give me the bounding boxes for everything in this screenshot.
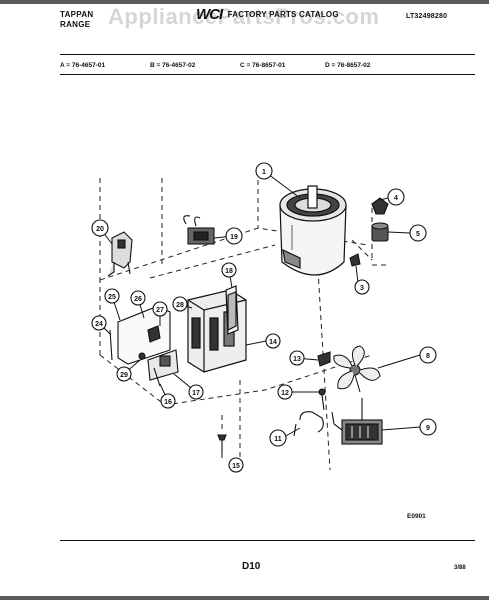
catalog-logo: WCI: [196, 6, 223, 23]
fan-blade-part: [333, 345, 381, 393]
svg-text:29: 29: [120, 372, 128, 379]
model-d: D = 76-8657-02: [325, 62, 371, 69]
scan-border-top: [0, 0, 489, 4]
callout-12: 12: [277, 384, 293, 400]
page-number: D10: [242, 561, 261, 572]
callout-26: 26: [130, 290, 146, 306]
catalog-title: FACTORY PARTS CATALOG: [227, 10, 339, 19]
svg-text:25: 25: [108, 294, 116, 301]
header-rule-top: [60, 54, 475, 55]
svg-text:28: 28: [176, 302, 184, 309]
callout-15: 15: [228, 457, 244, 473]
brand-line-1: TAPPAN: [60, 10, 94, 19]
screw-part: [217, 434, 227, 452]
model-c: C = 76-8657-01: [240, 62, 286, 69]
svg-text:12: 12: [281, 390, 289, 397]
callout-28: 28: [172, 296, 188, 312]
callout-11: 11: [269, 429, 287, 447]
wire-harness-part: [183, 215, 215, 245]
svg-text:27: 27: [156, 307, 164, 314]
callout-19: 19: [225, 227, 243, 245]
model-a: A = 76-4657-01: [60, 62, 106, 69]
callout-20: 20: [91, 219, 109, 237]
header-rule-bottom: [60, 74, 475, 75]
svg-text:4: 4: [394, 195, 398, 202]
control-board-part: [187, 285, 247, 373]
callout-1: 1: [255, 162, 273, 180]
brand-line-2: RANGE: [60, 20, 91, 29]
date-code: 3/88: [454, 565, 466, 571]
catalog-number: LT32498280: [406, 13, 448, 20]
svg-text:19: 19: [230, 234, 238, 241]
callout-24: 24: [91, 315, 107, 331]
svg-text:11: 11: [274, 436, 282, 443]
diagram-reference-code: E0901: [407, 513, 426, 520]
switch-panel-part: [109, 305, 179, 387]
scan-border-bottom: [0, 596, 489, 600]
callout-25: 25: [104, 288, 120, 304]
callout-29: 29: [116, 366, 132, 382]
svg-text:20: 20: [96, 226, 104, 233]
model-b: B = 76-4657-02: [150, 62, 196, 69]
callout-13: 13: [289, 350, 305, 366]
clip-part: [349, 253, 361, 267]
svg-text:1: 1: [262, 169, 266, 176]
callout-14: 14: [265, 333, 281, 349]
callout-16: 16: [160, 393, 176, 409]
bracket-part: [107, 231, 133, 277]
svg-text:8: 8: [426, 353, 430, 360]
callout-5: 5: [409, 224, 427, 242]
callout-3: 3: [354, 279, 370, 295]
svg-text:9: 9: [426, 425, 430, 432]
svg-text:13: 13: [293, 356, 301, 363]
svg-text:26: 26: [134, 296, 142, 303]
footer-rule: [60, 540, 475, 541]
callout-9: 9: [419, 418, 437, 436]
svg-text:24: 24: [95, 321, 103, 328]
svg-text:17: 17: [192, 390, 200, 397]
motor-part: [279, 185, 347, 276]
catalog-heading: WCI FACTORY PARTS CATALOG: [196, 6, 339, 23]
fan-motor-part: [331, 398, 383, 445]
svg-text:15: 15: [232, 463, 240, 470]
svg-text:18: 18: [225, 268, 233, 275]
callout-18: 18: [221, 262, 237, 278]
callout-4: 4: [387, 188, 405, 206]
brand-label: TAPPAN RANGE: [60, 10, 94, 30]
callout-bubbles: 1 4 5 3 8 9 11 12 13 14 15 16 17 18 19 2…: [91, 162, 437, 473]
callout-27: 27: [152, 301, 168, 317]
callout-8: 8: [419, 346, 437, 364]
svg-text:3: 3: [360, 285, 364, 292]
svg-text:5: 5: [416, 231, 420, 238]
motor-mount-part: [293, 351, 331, 437]
svg-text:16: 16: [164, 399, 172, 406]
svg-text:14: 14: [269, 339, 277, 346]
watermark: AppliancePartsPros.com: [108, 4, 380, 29]
fan-hub-parts: [371, 197, 389, 242]
callout-17: 17: [188, 384, 204, 400]
